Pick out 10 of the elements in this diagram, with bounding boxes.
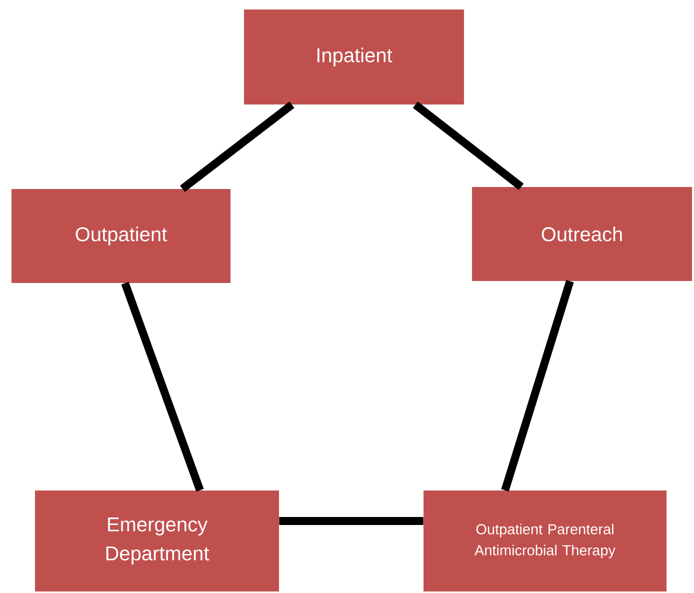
process-box: Inpatient xyxy=(244,10,464,104)
connector-line xyxy=(121,282,204,492)
connector-line xyxy=(412,102,524,190)
connector-line xyxy=(180,102,294,192)
connector-line xyxy=(501,280,574,492)
process-box: Outpatient xyxy=(12,189,230,283)
connector-line xyxy=(279,517,424,525)
process-box: Outpatient Parenteral Antimicrobial Therapy xyxy=(424,490,666,592)
process-box: Emergency Department xyxy=(35,490,279,592)
process-box: Outreach xyxy=(472,187,692,281)
